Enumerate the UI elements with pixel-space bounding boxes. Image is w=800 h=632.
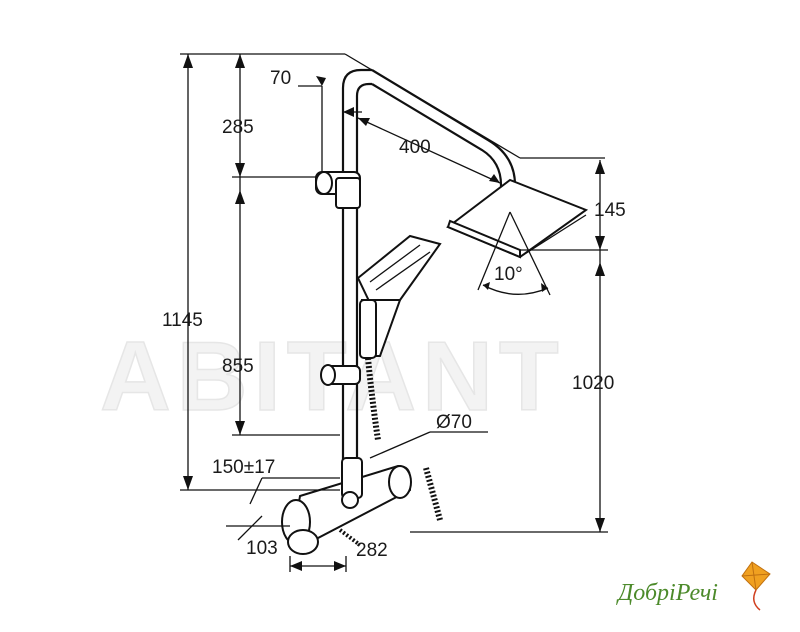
slider-bracket — [315, 171, 361, 209]
dim-total-height: 1145 — [162, 310, 203, 331]
spray-angle-indicator — [477, 211, 551, 296]
dim-wall-offset: 70 — [270, 68, 291, 89]
hand-shower — [356, 234, 442, 359]
thermostatic-mixer — [281, 457, 412, 555]
dim-mixer-width: 282 — [356, 540, 388, 561]
dim-head-height: 145 — [594, 200, 626, 221]
kite-icon — [741, 561, 771, 611]
dim-mixer-depth: 103 — [246, 538, 278, 559]
head-shower — [446, 178, 589, 259]
hose-detached — [423, 467, 443, 521]
dim-head-diameter: Ø70 — [436, 412, 472, 433]
shower-hose — [365, 357, 381, 441]
dim-bar-height: 855 — [222, 356, 254, 377]
logo-text: ДобріРечі — [616, 580, 718, 606]
dim-arm-length: 400 — [399, 137, 431, 158]
dim-spray-angle: 10° — [494, 264, 523, 285]
brand-logo: ДобріРечі — [616, 561, 771, 611]
riser-pipe — [341, 68, 372, 498]
dim-head-to-mixer: 1020 — [572, 373, 614, 394]
dim-center-distance: 150±17 — [212, 457, 275, 478]
lower-holder — [320, 364, 361, 386]
dim-top-offset: 285 — [222, 117, 254, 138]
